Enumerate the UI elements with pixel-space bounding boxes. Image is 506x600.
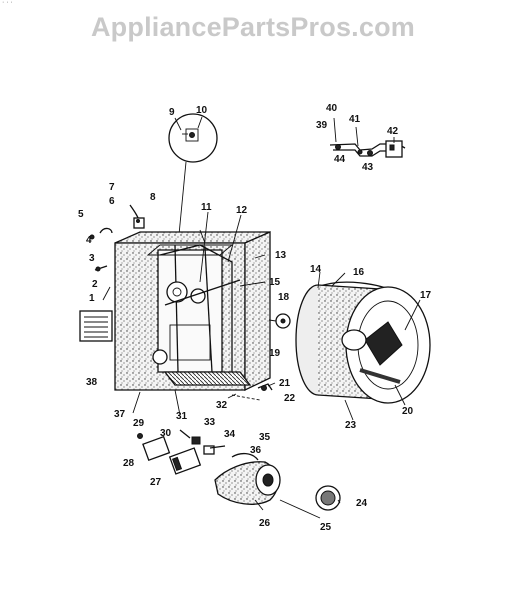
callout-24: 24 xyxy=(356,498,368,509)
motor-parts xyxy=(137,429,226,475)
callout-12: 12 xyxy=(236,205,248,216)
small-parts-left xyxy=(89,204,145,301)
callout-3: 3 xyxy=(89,253,95,264)
callout-7: 7 xyxy=(109,182,115,193)
callout-38: 38 xyxy=(86,377,98,388)
callout-1: 1 xyxy=(89,293,95,304)
callout-labels: 1 2 3 4 5 6 7 8 9 10 11 12 13 14 15 16 1… xyxy=(78,103,432,533)
callout-26: 26 xyxy=(259,518,271,529)
dryer-cabinet xyxy=(114,229,271,392)
small-clip xyxy=(231,383,273,401)
callout-37: 37 xyxy=(114,409,126,420)
callout-31: 31 xyxy=(176,411,188,422)
callout-44: 44 xyxy=(334,154,346,165)
callout-32: 32 xyxy=(216,400,228,411)
callout-9: 9 xyxy=(169,107,175,118)
callout-4: 4 xyxy=(86,235,92,246)
callout-23: 23 xyxy=(345,420,357,431)
callout-43: 43 xyxy=(362,162,374,173)
callout-25: 25 xyxy=(320,522,332,533)
watermark: AppliancePartsPros.com xyxy=(90,12,415,42)
callout-14: 14 xyxy=(310,264,322,275)
dryer-drum xyxy=(295,281,431,404)
callout-10: 10 xyxy=(196,105,208,116)
callout-27: 27 xyxy=(150,477,162,488)
callout-39: 39 xyxy=(316,120,328,131)
bearing-bracket xyxy=(268,313,291,329)
callout-30: 30 xyxy=(160,428,172,439)
callout-16: 16 xyxy=(353,267,365,278)
callout-20: 20 xyxy=(402,406,414,417)
svg-text:· · ·: · · · xyxy=(2,0,13,6)
callout-15: 15 xyxy=(269,277,281,288)
blower-housing xyxy=(214,452,341,511)
callout-17: 17 xyxy=(420,290,432,301)
callout-13: 13 xyxy=(275,250,287,261)
vent-plate xyxy=(79,310,113,342)
callout-35: 35 xyxy=(259,432,271,443)
callout-28: 28 xyxy=(123,458,135,469)
callout-6: 6 xyxy=(109,196,115,207)
callout-5: 5 xyxy=(78,209,84,220)
callout-29: 29 xyxy=(133,418,145,429)
callout-36: 36 xyxy=(250,445,262,456)
callout-22: 22 xyxy=(284,393,296,404)
callout-21: 21 xyxy=(279,378,291,389)
callout-34: 34 xyxy=(224,429,236,440)
callout-18: 18 xyxy=(278,292,290,303)
callout-41: 41 xyxy=(349,114,361,125)
callout-2: 2 xyxy=(92,279,98,290)
leader-lines xyxy=(132,116,421,519)
callout-33: 33 xyxy=(204,417,216,428)
callout-11: 11 xyxy=(201,202,212,213)
callout-42: 42 xyxy=(387,126,399,137)
detail-circle-switch xyxy=(168,113,218,246)
callout-8: 8 xyxy=(150,192,156,203)
callout-19: 19 xyxy=(269,348,281,359)
callout-40: 40 xyxy=(326,103,338,114)
